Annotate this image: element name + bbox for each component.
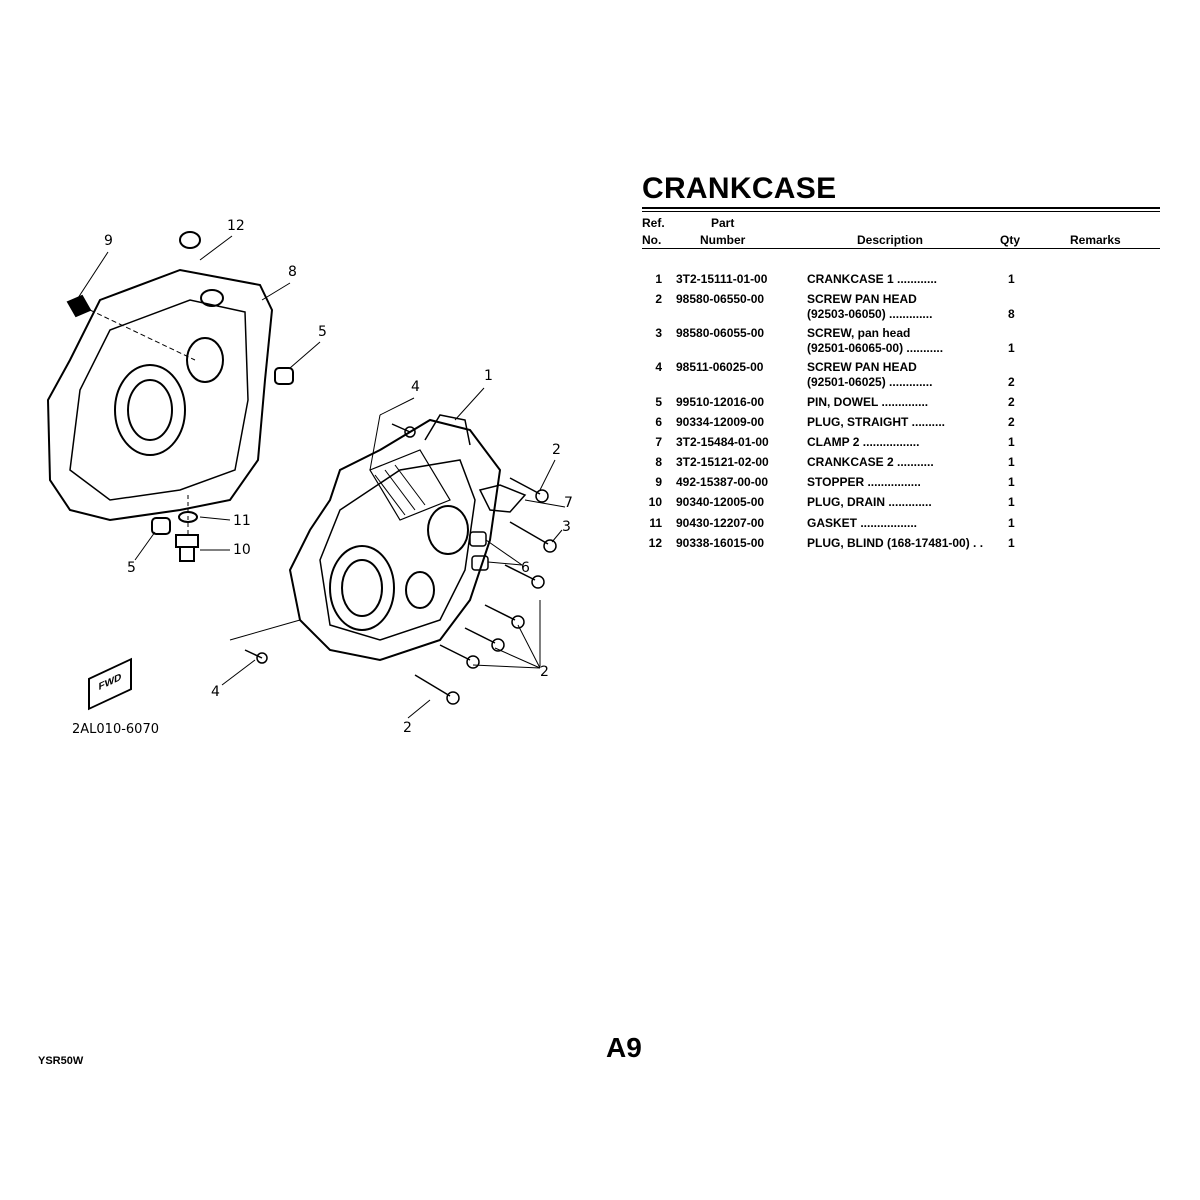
description-line: PLUG, BLIND (168-17481-00) . .: [807, 536, 984, 550]
description: CRANKCASE 2 ...........: [807, 455, 997, 470]
callout-3: 3: [562, 519, 571, 535]
fwd-label: FWD: [98, 671, 122, 694]
description: SCREW, pan head(92501-06065-00) ........…: [807, 326, 997, 356]
callout-11: 11: [233, 513, 251, 529]
model-code: YSR50W: [38, 1055, 84, 1067]
description-line: PLUG, DRAIN .............: [807, 495, 932, 509]
quantity: 1: [1008, 455, 1015, 469]
callout-1: 1: [484, 368, 493, 384]
description-line: (92501-06025) .............: [807, 375, 933, 389]
header-remarks: Remarks: [1070, 233, 1121, 247]
quantity: 1: [1008, 341, 1015, 355]
description: PLUG, BLIND (168-17481-00) . .: [807, 536, 997, 551]
ref-no: 8: [655, 455, 662, 469]
description: PLUG, DRAIN .............: [807, 495, 997, 510]
quantity: 2: [1008, 395, 1015, 409]
quantity: 1: [1008, 536, 1015, 550]
title-divider: [642, 207, 1160, 209]
quantity: 1: [1008, 475, 1015, 489]
ref-no: 10: [648, 495, 662, 509]
description-line: PIN, DOWEL ..............: [807, 395, 929, 409]
description-line: SCREW, pan head: [807, 326, 911, 340]
quantity: 2: [1008, 375, 1015, 389]
callout-9: 9: [104, 233, 113, 249]
header-ref: Ref.: [642, 216, 665, 230]
ref-no: 5: [655, 395, 662, 409]
description: CLAMP 2 .................: [807, 435, 997, 450]
page-title: CRANKCASE: [642, 172, 837, 205]
callout-7: 7: [564, 495, 573, 511]
callout-4: 4: [211, 684, 220, 700]
part-number: 98580-06055-00: [676, 326, 765, 340]
part-number: 3T2-15121-02-00: [676, 455, 769, 469]
title-divider-thin: [642, 211, 1160, 212]
description-line: CLAMP 2 .................: [807, 435, 920, 449]
ref-no: 6: [655, 415, 662, 429]
description-line: STOPPER ................: [807, 475, 921, 489]
header-divider: [642, 248, 1160, 249]
part-number: 3T2-15484-01-00: [676, 435, 769, 449]
callout-8: 8: [288, 264, 297, 280]
quantity: 8: [1008, 307, 1015, 321]
ref-no: 3: [655, 326, 662, 340]
ref-no: 11: [649, 516, 662, 530]
description-line: SCREW PAN HEAD: [807, 360, 917, 374]
description-line: PLUG, STRAIGHT ..........: [807, 415, 946, 429]
crankcase-drawing: [46, 231, 566, 719]
description: PLUG, STRAIGHT ..........: [807, 415, 997, 430]
ref-no: 1: [655, 272, 662, 286]
part-number: 90340-12005-00: [676, 495, 765, 509]
part-number: 98580-06550-00: [676, 292, 765, 306]
part-number: 98511-06025-00: [676, 360, 764, 374]
description: GASKET .................: [807, 516, 997, 531]
part-number: 90430-12207-00: [676, 516, 765, 530]
callout-12: 12: [227, 218, 245, 234]
quantity: 2: [1008, 415, 1015, 429]
description-line: CRANKCASE 2 ...........: [807, 455, 934, 469]
description: PIN, DOWEL ..............: [807, 395, 997, 410]
quantity: 1: [1008, 516, 1015, 530]
part-number: 3T2-15111-01-00: [676, 272, 768, 286]
drawing-code: 2AL010-6070: [72, 722, 159, 737]
callout-2: 2: [540, 664, 549, 680]
part-number: 99510-12016-00: [676, 395, 765, 409]
description: CRANKCASE 1 ............: [807, 272, 997, 287]
description: SCREW PAN HEAD(92503-06050) ............…: [807, 292, 997, 322]
exploded-parts-diagram: 12 9 8 5 4 1 2 7 3 6 11 10 5 2 4 2 FWD 2…: [0, 0, 640, 780]
description-line: GASKET .................: [807, 516, 918, 530]
page-number: A9: [606, 1032, 642, 1063]
quantity: 1: [1008, 272, 1015, 286]
header-no: No.: [642, 233, 662, 247]
quantity: 1: [1008, 435, 1015, 449]
callout-6: 6: [521, 560, 530, 576]
header-part: Part: [711, 216, 735, 230]
callout-2: 2: [403, 720, 412, 736]
ref-no: 2: [655, 292, 662, 306]
header-qty: Qty: [1000, 233, 1021, 247]
callout-5: 5: [127, 560, 136, 576]
description: STOPPER ................: [807, 475, 997, 490]
ref-no: 12: [648, 536, 662, 550]
ref-no: 7: [655, 435, 662, 449]
description-line: CRANKCASE 1 ............: [807, 272, 938, 286]
part-number: 90338-16015-00: [676, 536, 765, 550]
callout-4: 4: [411, 379, 420, 395]
callout-2: 2: [552, 442, 561, 458]
description-line: (92503-06050) .............: [807, 307, 933, 321]
quantity: 1: [1008, 495, 1015, 509]
description-line: (92501-06065-00) ...........: [807, 341, 944, 355]
description-line: SCREW PAN HEAD: [807, 292, 917, 306]
part-number: 492-15387-00-00: [676, 475, 769, 489]
part-number: 90334-12009-00: [676, 415, 765, 429]
header-number: Number: [700, 233, 746, 247]
description: SCREW PAN HEAD(92501-06025) ............…: [807, 360, 997, 390]
ref-no: 4: [655, 360, 662, 374]
header-description: Description: [857, 233, 924, 247]
callout-10: 10: [233, 542, 251, 558]
callout-5: 5: [318, 324, 327, 340]
ref-no: 9: [655, 475, 662, 489]
